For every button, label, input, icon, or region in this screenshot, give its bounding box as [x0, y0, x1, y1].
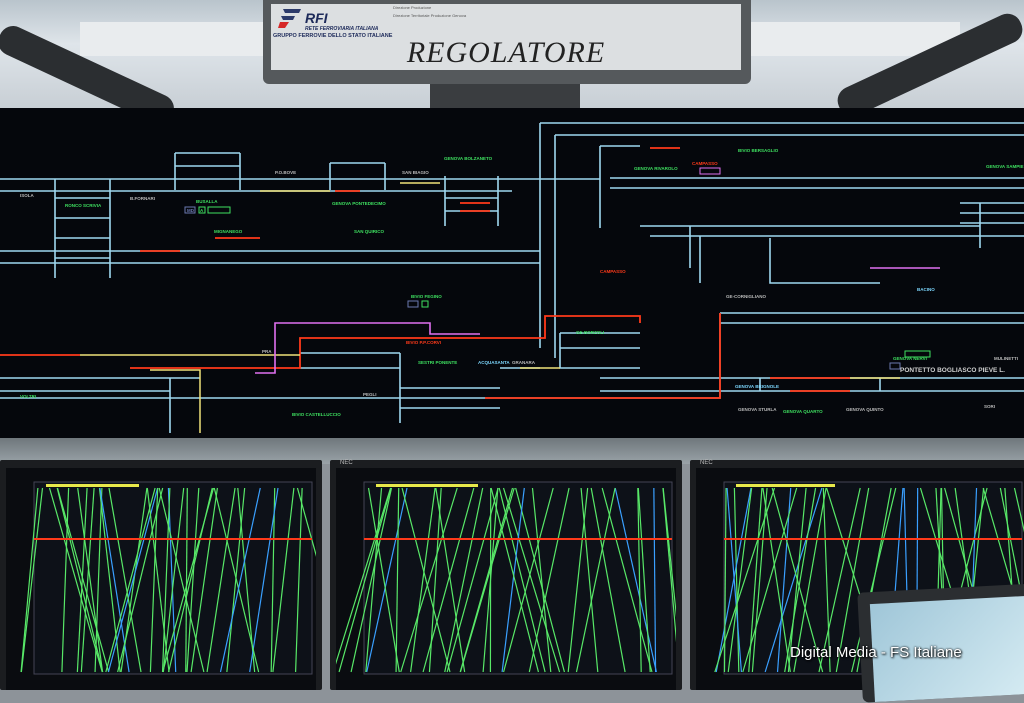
status-box	[422, 301, 428, 307]
status-box	[408, 301, 418, 307]
station-label: GENOVA RIVAROLO	[634, 166, 678, 171]
station-label: SAN QUIRICO	[354, 229, 385, 234]
station-label: RONCO SCRIVIA	[65, 203, 102, 208]
watermark: Digital Media - FS Italiane	[790, 644, 962, 661]
station-label: SORI	[984, 404, 995, 409]
station-label: GENOVA QUINTO	[846, 407, 884, 412]
station-label: ISOLA	[20, 193, 35, 198]
graph-area	[364, 482, 672, 674]
station-label: MIGNANEGO	[214, 229, 243, 234]
brand-full: RETE FERROVIARIA ITALIANA	[305, 26, 378, 32]
station-label: GENOVA BOLZANETO	[444, 156, 493, 161]
station-label: GENOVA BRIGNOLE	[735, 384, 779, 389]
station-label: BUSALLA	[196, 199, 218, 204]
station-label: BIVIO CASTELLUCCIO	[292, 412, 341, 417]
auto-box-label: A	[200, 208, 204, 213]
station-label: BIVIO FEGINO	[411, 294, 442, 299]
station-label: VOLTRI	[20, 394, 36, 399]
station-label: GE-CORNIGLIANO	[726, 294, 766, 299]
station-label: GENOVA QUARTO	[783, 409, 823, 414]
station-label: GE-BORZOLI	[576, 330, 604, 335]
station-label: CAMPASSO	[692, 161, 718, 166]
station-label: BIVIO BERSAGLIO	[738, 148, 779, 153]
status-box	[700, 168, 720, 174]
station-label: PEGLI	[363, 392, 377, 397]
station-status-boxes: MD A	[185, 168, 930, 369]
sign-mount	[430, 80, 580, 110]
train-graph-chart	[336, 468, 676, 690]
station-label: GENOVA SAMPIE	[986, 164, 1024, 169]
department-2: Direzione Territoriale Produzione Genova	[393, 13, 466, 18]
tracks	[0, 123, 1024, 433]
station-label: SESTRI PONENTE	[418, 360, 457, 365]
station-label: MULINETTI	[994, 356, 1018, 361]
mode-box-label: MD	[187, 208, 195, 213]
sign-title: REGOLATORE	[271, 36, 741, 70]
station-label: B.FORNARI	[130, 196, 155, 201]
time-bar	[46, 484, 139, 487]
status-box	[208, 207, 230, 213]
regolatore-sign: RFI RETE FERROVIARIA ITALIANA GRUPPO FER…	[263, 0, 751, 84]
monitor-brand: NEC	[340, 460, 353, 466]
station-label: BACINO	[917, 287, 935, 292]
station-label: GRANARA	[512, 360, 536, 365]
station-label: GENOVA PONTEDECIMO	[332, 201, 386, 206]
train-graph-monitor-left	[0, 460, 322, 690]
brand: RFI	[305, 10, 328, 26]
station-label: PRA	[262, 349, 272, 354]
track-schematic-display: ISOLA B.FORNARI P.O.BOVE SAN BIAGIO RONC…	[0, 108, 1024, 438]
station-label: PONTETTO BOGLIASCO PIEVE L.	[900, 367, 1005, 374]
station-label: P.O.BOVE	[275, 170, 296, 175]
station-label: BIVIO P.P.CORVI	[406, 340, 441, 345]
track-schematic: ISOLA B.FORNARI P.O.BOVE SAN BIAGIO RONC…	[0, 108, 1024, 438]
monitor-brand: NEC	[700, 460, 713, 466]
station-label: CAMPASSO	[600, 269, 626, 274]
train-graph-chart	[6, 468, 316, 690]
tablet-device	[857, 583, 1024, 702]
routes	[80, 183, 900, 433]
department-1: Direzione Produzione	[393, 5, 431, 10]
station-label: SAN BIAGIO	[402, 170, 429, 175]
status-box	[890, 363, 900, 369]
station-label: GENOVA STURLA	[738, 407, 777, 412]
train-graph-monitor-center: NEC	[330, 460, 682, 690]
rfi-logo-icon	[277, 7, 303, 29]
station-label: ACQUASANTA	[478, 360, 510, 365]
time-bar	[736, 484, 835, 487]
time-bar	[376, 484, 478, 487]
